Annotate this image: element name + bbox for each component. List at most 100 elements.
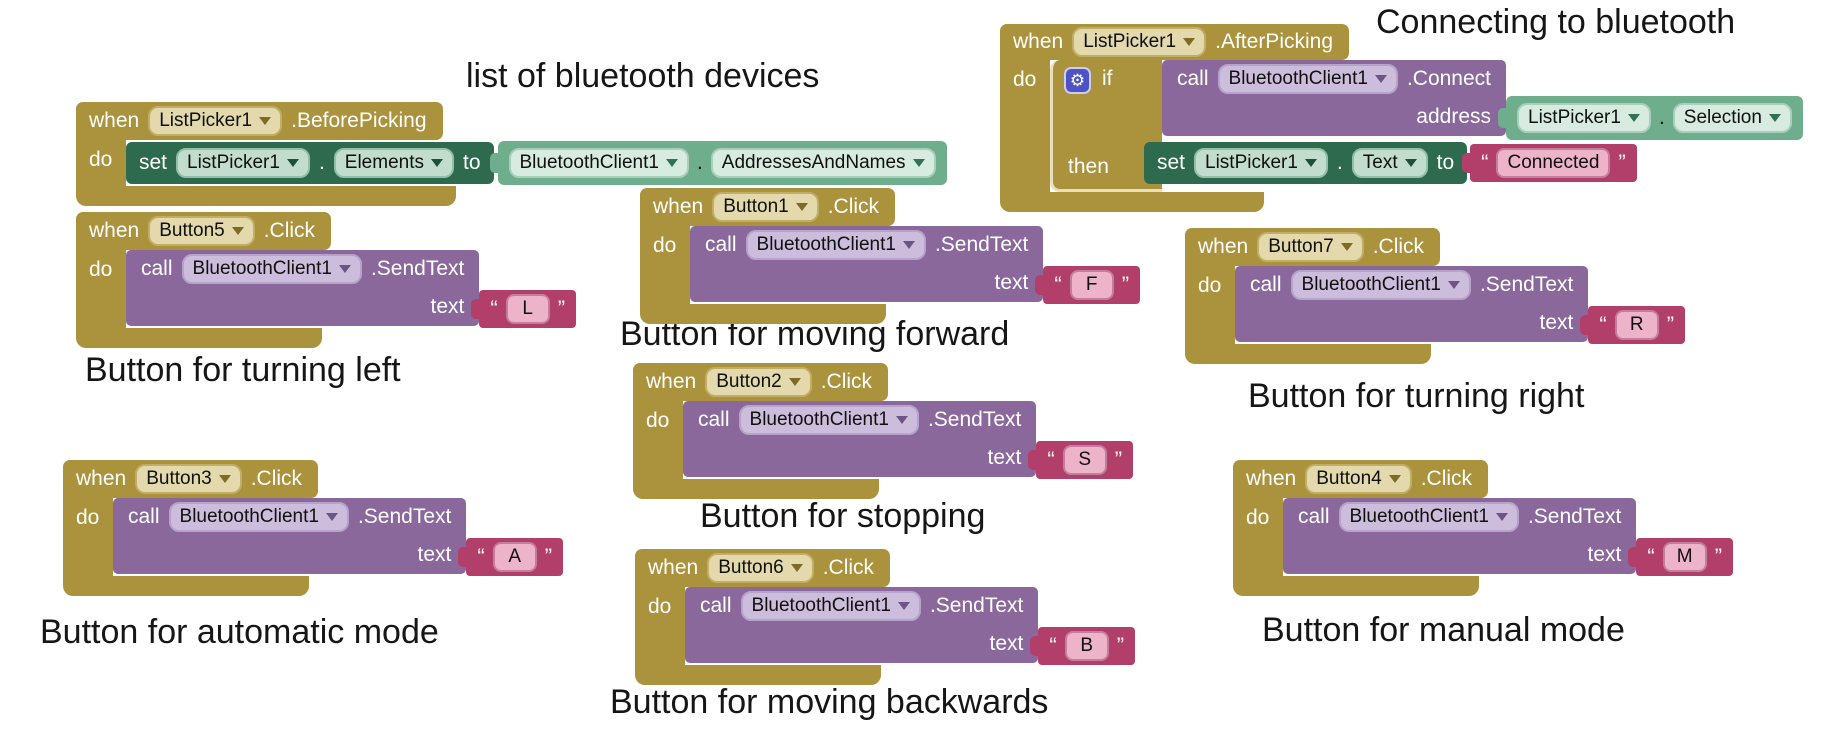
string-block[interactable]: “ B ” <box>1038 627 1136 665</box>
call-label: call <box>141 257 173 280</box>
component-dropdown[interactable]: BluetoothClient1 <box>1338 501 1519 533</box>
event-name: .Click <box>250 467 303 490</box>
component-dropdown[interactable]: ListPicker1 <box>176 147 310 179</box>
event-block-button5[interactable]: when Button5 .Click do call BluetoothCli… <box>76 212 577 348</box>
component-name: Button4 <box>1316 467 1382 489</box>
property-dropdown[interactable]: Elements <box>333 147 454 179</box>
component-dropdown[interactable]: BluetoothClient1 <box>168 501 349 533</box>
string-value-field[interactable]: R <box>1614 309 1659 341</box>
component-dropdown[interactable]: BluetoothClient1 <box>1217 63 1398 95</box>
block-bottom <box>635 665 881 685</box>
event-block-beforepicking[interactable]: when ListPicker1 .BeforePicking do set L… <box>76 102 947 206</box>
dropdown-arrow-icon <box>912 158 925 167</box>
call-sendtext-block[interactable]: call BluetoothClient1 .SendText text <box>113 498 467 574</box>
call-sendtext-block[interactable]: call BluetoothClient1 .SendText text <box>683 401 1037 477</box>
block-bottom <box>633 479 879 499</box>
property-dropdown[interactable]: Text <box>1351 147 1428 179</box>
component-name: ListPicker1 <box>1205 151 1298 173</box>
when-label: when <box>1246 467 1297 490</box>
call-label: call <box>1298 505 1330 528</box>
component-dropdown[interactable]: ListPicker1 <box>1072 26 1207 58</box>
component-dropdown[interactable]: BluetoothClient1 <box>1290 269 1471 301</box>
component-dropdown[interactable]: BluetoothClient1 <box>740 590 921 622</box>
event-block-button2[interactable]: when Button2 .Click do call BluetoothCli… <box>633 363 1134 499</box>
component-dropdown[interactable]: BluetoothClient1 <box>508 147 689 179</box>
dropdown-arrow-icon <box>231 226 244 235</box>
string-block[interactable]: “ M ” <box>1636 538 1734 576</box>
getter-addresses-block[interactable]: BluetoothClient1 . AddressesAndNames <box>497 141 947 185</box>
event-block-afterpicking[interactable]: when ListPicker1 .AfterPicking do ⚙ if t… <box>1000 24 1803 212</box>
call-sendtext-block[interactable]: call BluetoothClient1 .SendText text <box>1235 266 1589 342</box>
string-value-field[interactable]: M <box>1662 541 1707 573</box>
caption-turn-left: Button for turning left <box>85 351 401 389</box>
dropdown-arrow-icon <box>259 116 272 125</box>
component-name: Button1 <box>723 195 789 217</box>
component-dropdown[interactable]: Button6 <box>707 552 814 584</box>
component-dropdown[interactable]: ListPicker1 <box>1194 147 1328 179</box>
set-text-block[interactable]: set ListPicker1 . Text to <box>1144 142 1468 184</box>
call-sendtext-block[interactable]: call BluetoothClient1 .SendText text <box>685 587 1039 663</box>
text-param-label: text <box>989 632 1024 655</box>
event-block-button7[interactable]: when Button7 .Click do call BluetoothCli… <box>1185 228 1686 364</box>
string-value-field[interactable]: S <box>1062 444 1107 476</box>
string-value-field[interactable]: A <box>492 541 537 573</box>
set-elements-block[interactable]: set ListPicker1 . Elements to <box>126 142 494 184</box>
component-dropdown[interactable]: Button1 <box>712 191 819 223</box>
component-dropdown[interactable]: Button7 <box>1257 231 1364 263</box>
component-dropdown[interactable]: Button5 <box>148 215 255 247</box>
close-quote: ” <box>1618 150 1626 175</box>
string-block[interactable]: “ F ” <box>1043 266 1141 304</box>
dropdown-arrow-icon <box>788 377 801 386</box>
string-block[interactable]: “ R ” <box>1588 306 1686 344</box>
component-dropdown[interactable]: BluetoothClient1 <box>745 229 926 261</box>
event-block-button3[interactable]: when Button3 .Click do call BluetoothCli… <box>63 460 564 596</box>
call-label: call <box>700 594 732 617</box>
string-block[interactable]: “ L ” <box>479 290 577 328</box>
event-name: .Click <box>1420 467 1473 490</box>
component-name: BluetoothClient1 <box>749 408 889 430</box>
string-value-field[interactable]: F <box>1069 269 1114 301</box>
call-sendtext-block[interactable]: call BluetoothClient1 .SendText text <box>126 250 480 326</box>
do-socket: do <box>635 587 685 665</box>
component-dropdown[interactable]: BluetoothClient1 <box>181 253 362 285</box>
component-dropdown[interactable]: Button3 <box>135 463 242 495</box>
component-name: Button2 <box>716 370 782 392</box>
string-value-field[interactable]: B <box>1064 630 1109 662</box>
string-value-field[interactable]: L <box>505 293 550 325</box>
property-name: Elements <box>344 151 424 173</box>
getter-selection-block[interactable]: ListPicker1 . Selection <box>1506 96 1803 140</box>
event-block-button4[interactable]: when Button4 .Click do call BluetoothCli… <box>1233 460 1734 596</box>
string-value-field[interactable]: Connected <box>1496 147 1611 179</box>
string-block[interactable]: “ A ” <box>466 538 564 576</box>
do-socket: do <box>633 401 683 479</box>
call-sendtext-block[interactable]: call BluetoothClient1 .SendText text <box>690 226 1044 302</box>
caption-list-of-devices: list of bluetooth devices <box>466 57 820 95</box>
string-block-connected[interactable]: “ Connected ” <box>1470 144 1637 182</box>
event-block-button6[interactable]: when Button6 .Click do call BluetoothCli… <box>635 549 1136 685</box>
when-row: when Button1 .Click <box>640 188 896 226</box>
when-row: when Button3 .Click <box>63 460 319 498</box>
when-label: when <box>89 109 140 132</box>
when-row: when Button6 .Click <box>635 549 891 587</box>
component-name: Button6 <box>718 556 784 578</box>
mutator-gear-icon[interactable]: ⚙ <box>1064 67 1091 94</box>
dropdown-arrow-icon <box>286 158 299 167</box>
dropdown-arrow-icon <box>1374 74 1387 83</box>
event-block-button1[interactable]: when Button1 .Click do call BluetoothCli… <box>640 188 1141 324</box>
if-block[interactable]: ⚙ if then <box>1050 60 1162 192</box>
component-dropdown[interactable]: ListPicker1 <box>1517 102 1651 134</box>
component-dropdown[interactable]: BluetoothClient1 <box>738 404 919 436</box>
string-block[interactable]: “ S ” <box>1036 441 1134 479</box>
component-dropdown[interactable]: Button4 <box>1305 463 1412 495</box>
component-dropdown[interactable]: ListPicker1 <box>148 105 283 137</box>
call-label: call <box>128 505 160 528</box>
method-name: .SendText <box>929 594 1024 617</box>
do-socket: do <box>1185 266 1235 344</box>
call-sendtext-block[interactable]: call BluetoothClient1 .SendText text <box>1283 498 1637 574</box>
component-dropdown[interactable]: Button2 <box>705 366 812 398</box>
property-dropdown[interactable]: Selection <box>1672 102 1792 134</box>
dropdown-arrow-icon <box>897 601 910 610</box>
property-dropdown[interactable]: AddressesAndNames <box>710 147 936 179</box>
call-connect-block[interactable]: call BluetoothClient1 .Connect address <box>1162 60 1507 136</box>
